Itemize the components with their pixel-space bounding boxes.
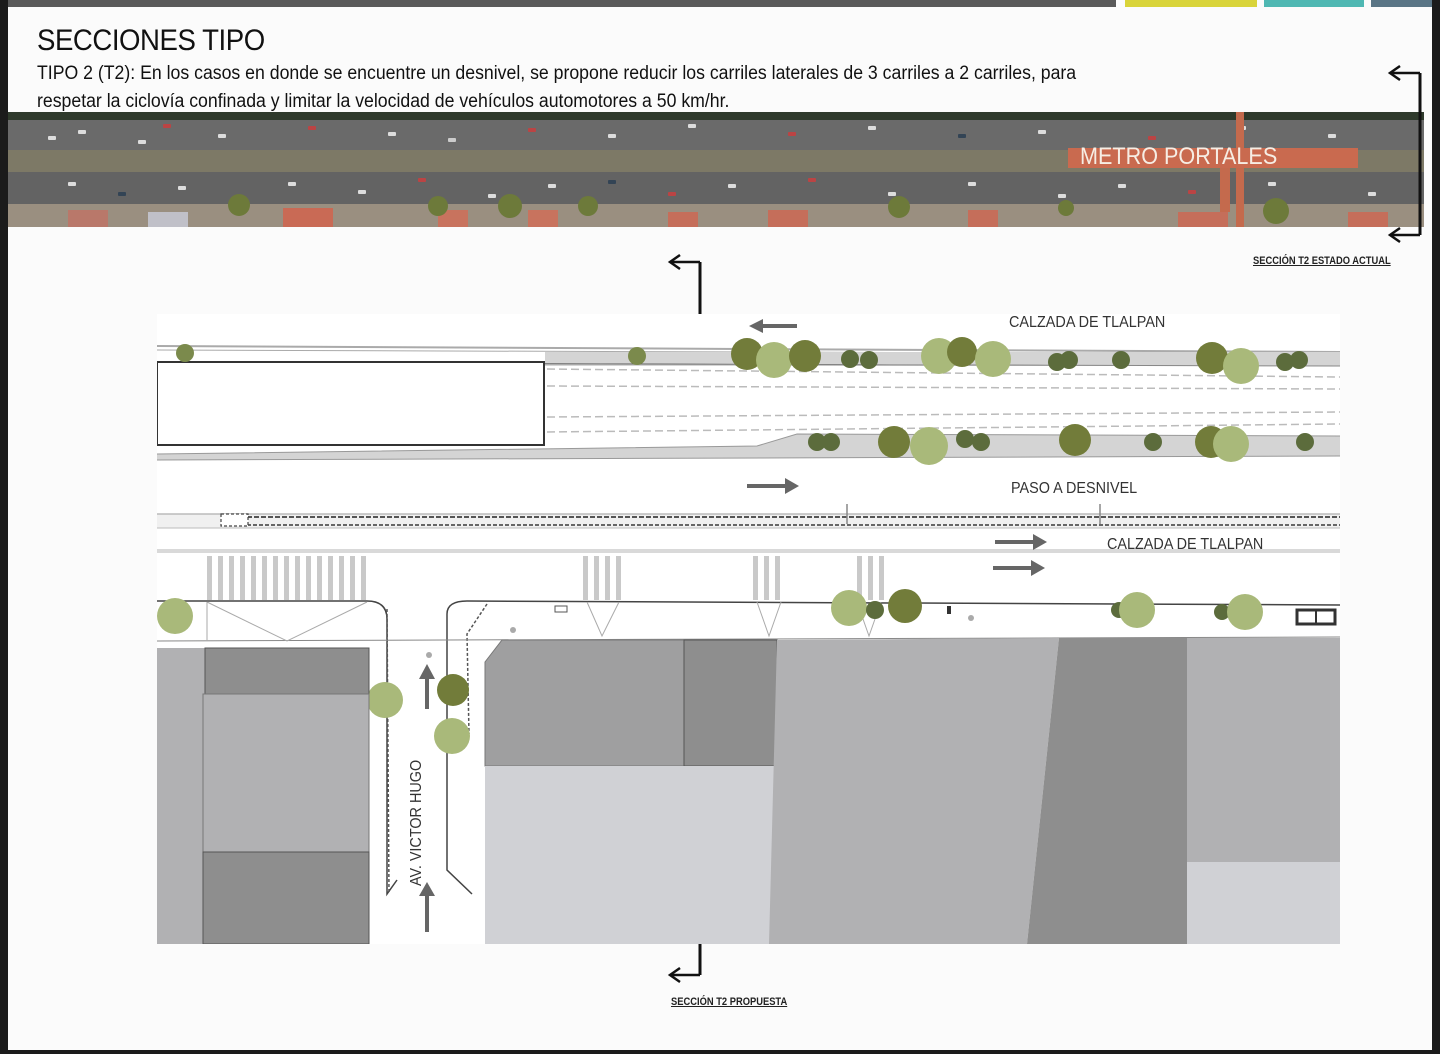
plan-drawing — [157, 319, 1340, 944]
top-bar-yellow — [1125, 0, 1257, 7]
top-bar-slate — [1371, 0, 1432, 7]
metro-portales-label: METRO PORTALES — [1080, 143, 1278, 170]
section-label-estado-actual: SECCIÓN T2 ESTADO ACTUAL — [1253, 255, 1391, 267]
site-plan: CALZADA DE TLALPAN PASO A DESNIVEL CALZA… — [157, 314, 1340, 944]
label-calzada-tlalpan-top: CALZADA DE TLALPAN — [1009, 314, 1166, 331]
section-label-propuesta: SECCIÓN T2 PROPUESTA — [671, 996, 788, 1008]
label-calzada-tlalpan-bottom: CALZADA DE TLALPAN — [1107, 536, 1264, 553]
metro-stairs — [1220, 164, 1230, 212]
description-line-1: TIPO 2 (T2): En los casos en donde se en… — [37, 63, 1077, 84]
slide: SECCIONES TIPO TIPO 2 (T2): En los casos… — [8, 0, 1432, 1050]
description-line-2: respetar la ciclovía confinada y limitar… — [37, 91, 730, 112]
page-title: SECCIONES TIPO — [37, 24, 265, 57]
description: TIPO 2 (T2): En los casos en donde se en… — [37, 60, 1246, 116]
tree-line-top — [8, 112, 1424, 122]
label-paso-desnivel: PASO A DESNIVEL — [1011, 480, 1138, 497]
aerial-photo — [8, 112, 1424, 227]
road-north — [8, 120, 1424, 150]
top-bar-teal — [1264, 0, 1364, 7]
top-bar-dark — [8, 0, 1116, 7]
metro-bridge — [1236, 112, 1244, 227]
label-av-victor-hugo: AV. VICTOR HUGO — [408, 759, 425, 886]
metro-platform — [1068, 148, 1358, 168]
